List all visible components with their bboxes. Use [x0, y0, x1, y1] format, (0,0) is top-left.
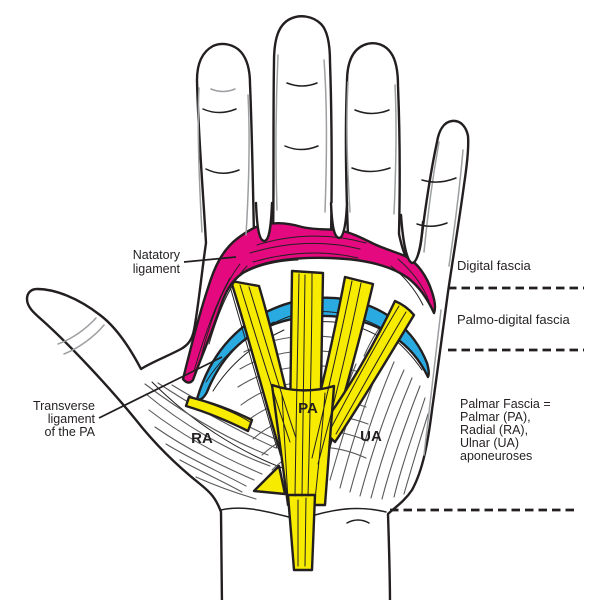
- natatory-label-line1: Natatory: [133, 248, 181, 262]
- transverse-leader-line: [98, 356, 223, 419]
- transverse-label-line1: Transverse: [33, 399, 95, 413]
- wrist-crease-lines: [220, 507, 387, 524]
- transverse-label-line3: of the PA: [45, 425, 96, 439]
- pretendinous-slip-little: [318, 299, 416, 444]
- thenar-boundary-line: [151, 381, 289, 471]
- transverse-label-line2: ligament: [48, 412, 96, 426]
- natatory-leader-line: [183, 256, 237, 263]
- natatory-label-line2: ligament: [133, 262, 181, 276]
- thumb-creases: [57, 317, 105, 355]
- finger-webs: [254, 201, 425, 265]
- ring-finger-creases: [351, 109, 391, 173]
- letter-ua: UA: [360, 428, 382, 445]
- web-middle-ring-line: [329, 201, 349, 240]
- little-finger-creases: [416, 177, 457, 227]
- palmar-fascia-label-line3: Radial (RA),: [460, 423, 528, 437]
- letter-ra: RA: [191, 430, 213, 447]
- hand-drawing: PA RA UA: [25, 15, 470, 600]
- palmar-fascia-label-line5: aponeuroses: [460, 449, 532, 463]
- finger-details: [57, 54, 464, 456]
- palmar-aponeurosis: [184, 269, 416, 572]
- web-index-middle-line: [254, 201, 274, 243]
- digital-fascia-label: Digital fascia: [457, 258, 531, 273]
- letter-pa: PA: [298, 400, 318, 417]
- palmar-fascia-label-line4: Ulnar (UA): [460, 436, 519, 450]
- finger-inner-contours: [197, 54, 464, 456]
- palmar-fascia-label-line1: Palmar Fascia =: [460, 397, 551, 411]
- index-fingertip-line: [210, 88, 236, 93]
- aponeurosis-stalk: [286, 493, 317, 572]
- yellow-fiber-lines: [195, 273, 407, 567]
- web-ring-little-line: [399, 213, 425, 265]
- annotations: Natatory ligament Transverse ligament of…: [33, 248, 584, 512]
- web-index-middle: [256, 203, 272, 241]
- radial-wedge: [252, 464, 287, 496]
- magenta-band-shape: [181, 222, 437, 384]
- index-finger-creases: [202, 108, 240, 174]
- natatory-ligament-band: [181, 222, 437, 384]
- middle-finger-creases: [284, 82, 319, 151]
- wrist-creases: [220, 507, 387, 524]
- radial-strip: [184, 395, 254, 433]
- palmo-digital-fascia-label: Palmo-digital fascia: [457, 312, 570, 327]
- palmar-fascia-label-line2: Palmar (PA),: [460, 410, 531, 424]
- magenta-fiber-lines: [193, 235, 430, 372]
